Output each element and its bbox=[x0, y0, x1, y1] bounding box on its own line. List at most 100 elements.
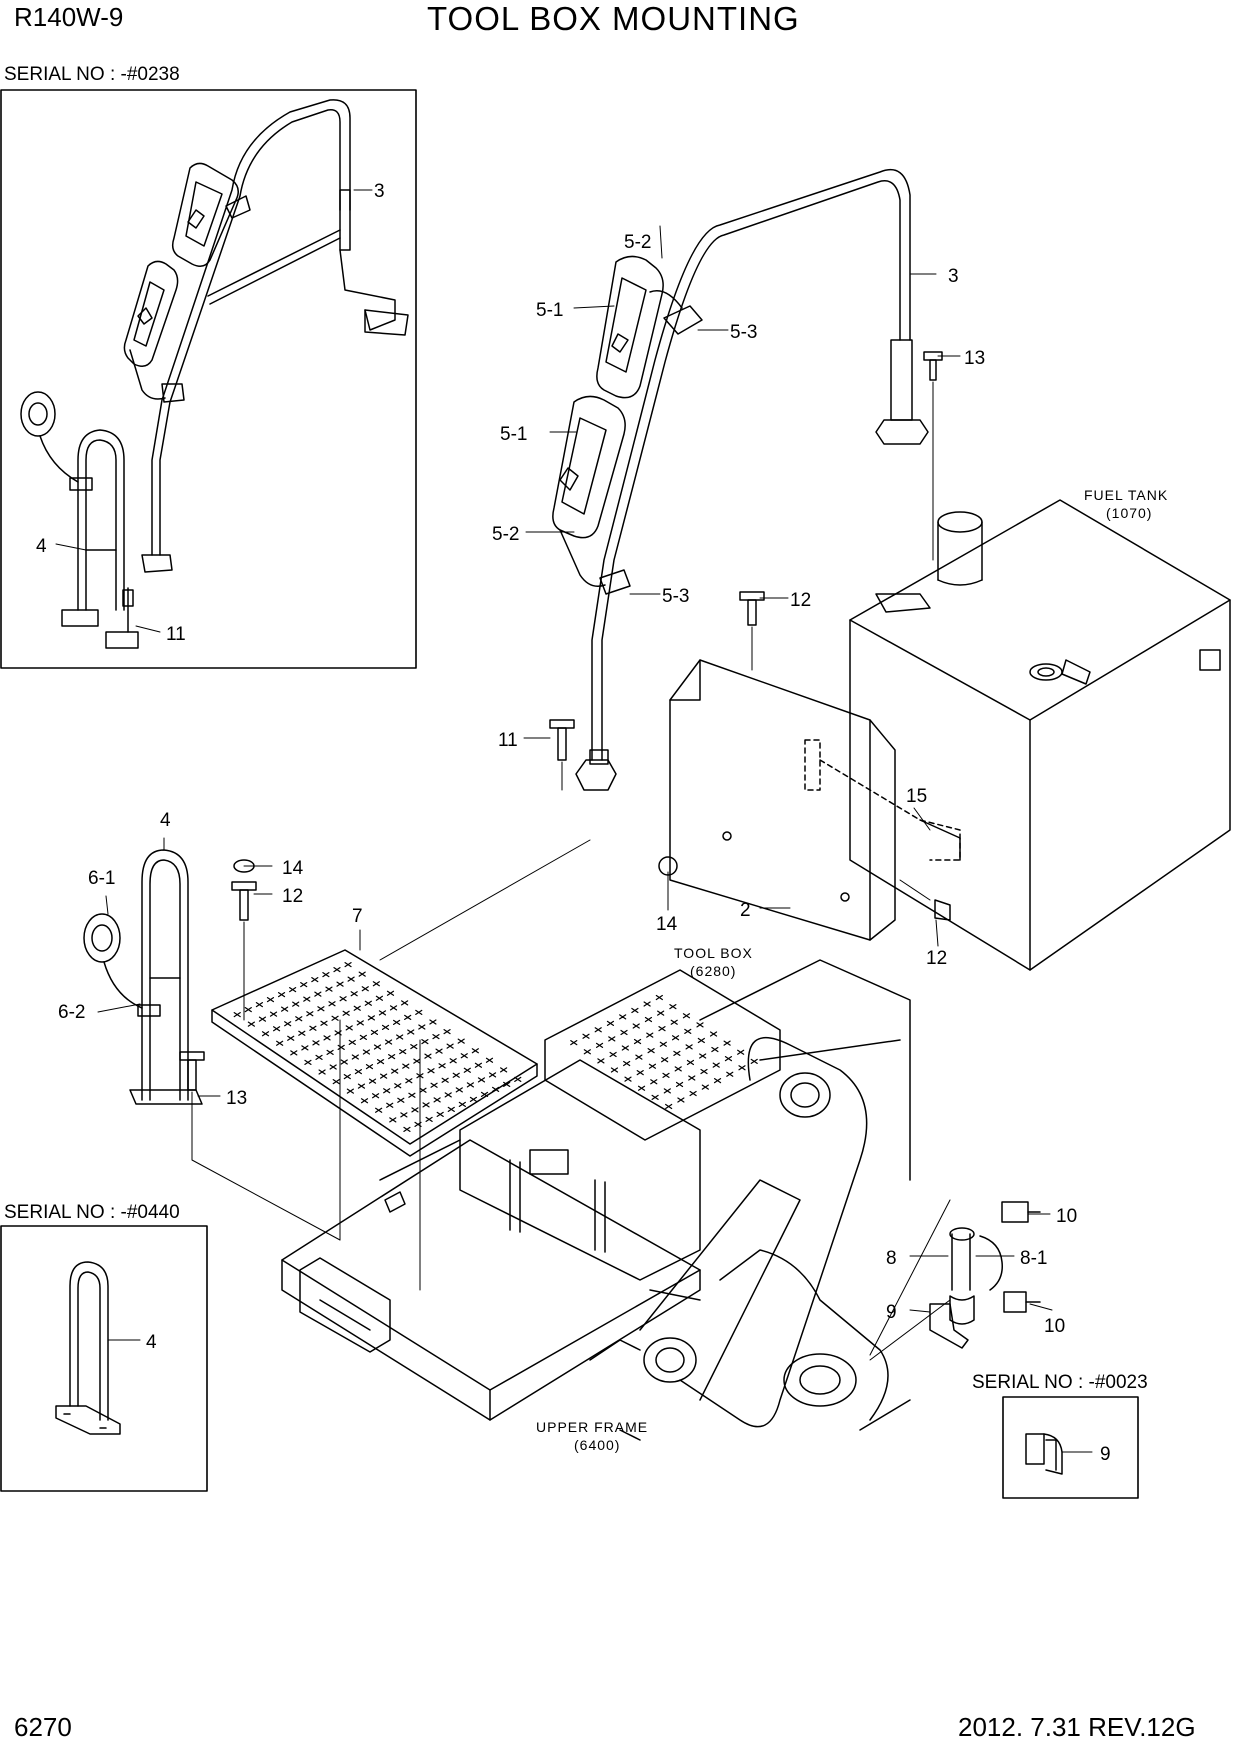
callout-label: 3 bbox=[374, 181, 385, 202]
plate-hole-mark bbox=[266, 996, 275, 1003]
callout-label: 6-1 bbox=[88, 868, 115, 889]
plate-hole-mark bbox=[359, 1034, 367, 1041]
plate-hole-mark bbox=[358, 971, 366, 977]
step-plate-pattern bbox=[233, 961, 522, 1133]
plate-hole-mark bbox=[292, 1001, 300, 1007]
plate-hole-mark bbox=[633, 1038, 642, 1045]
plate-hole-mark bbox=[372, 981, 380, 987]
plate-hole-mark bbox=[570, 1040, 578, 1046]
plate-hole-mark bbox=[317, 1006, 325, 1012]
plate-hole-mark bbox=[597, 1058, 605, 1064]
plate-hole-mark bbox=[659, 1041, 667, 1047]
step-plate-7 bbox=[211, 949, 538, 1157]
fuel-tank-label: FUEL TANK bbox=[1084, 487, 1168, 503]
plate-hole-mark bbox=[670, 1019, 678, 1025]
page-number: 6270 bbox=[14, 1712, 72, 1742]
plate-hole-mark bbox=[323, 1035, 331, 1041]
revision-date: 2012. 7.31 REV.12G bbox=[958, 1712, 1196, 1742]
plate-hole-mark bbox=[345, 1025, 353, 1031]
leader-lines bbox=[191, 381, 951, 1361]
bolts-11-12-13 bbox=[179, 351, 951, 1091]
plate-hole-mark bbox=[425, 1116, 433, 1123]
plate-hole-mark bbox=[370, 1029, 379, 1036]
plate-hole-mark bbox=[646, 1032, 654, 1038]
plate-hole-mark bbox=[500, 1067, 508, 1073]
callout-label: 5-3 bbox=[730, 322, 757, 343]
plate-hole-mark bbox=[346, 1088, 354, 1094]
plate-hole-mark bbox=[284, 1021, 292, 1027]
plate-hole-mark bbox=[637, 1085, 646, 1091]
plate-hole-mark bbox=[595, 1042, 604, 1048]
plate-hole-mark bbox=[416, 1073, 424, 1079]
plate-hole-mark bbox=[303, 996, 311, 1002]
plate-hole-mark bbox=[455, 1087, 463, 1093]
plate-hole-mark bbox=[726, 1071, 734, 1077]
plate-hole-mark bbox=[750, 1058, 758, 1064]
plate-hole-mark bbox=[432, 1033, 440, 1040]
callout-label: 9 bbox=[886, 1302, 897, 1323]
plate-hole-mark bbox=[677, 1097, 685, 1103]
plate-hole-mark bbox=[449, 1058, 457, 1064]
lock-pin-8-9 bbox=[929, 1201, 1041, 1349]
plate-hole-mark bbox=[378, 1010, 387, 1016]
inset-a-grab-bar bbox=[20, 391, 139, 649]
callout-leaders bbox=[55, 189, 1093, 1453]
plate-hole-mark bbox=[328, 1001, 336, 1007]
inset-b-frame bbox=[0, 1225, 208, 1492]
inset-a-mirror-upper bbox=[171, 162, 251, 267]
plate-hole-mark bbox=[391, 1068, 399, 1074]
plate-hole-mark bbox=[689, 1090, 697, 1097]
plate-hole-mark bbox=[357, 1083, 366, 1089]
plate-hole-mark bbox=[682, 1013, 691, 1019]
plate-hole-mark bbox=[658, 1026, 666, 1032]
plate-hole-mark bbox=[403, 1126, 411, 1133]
plate-hole-mark bbox=[348, 1039, 356, 1046]
plate-hole-mark bbox=[675, 1081, 684, 1088]
plate-hole-mark bbox=[436, 1111, 444, 1118]
plate-hole-mark bbox=[389, 1117, 397, 1123]
plate-hole-mark bbox=[665, 1103, 673, 1110]
plate-hole-mark bbox=[674, 1066, 682, 1072]
plate-hole-mark bbox=[325, 986, 333, 992]
plate-hole-mark bbox=[401, 1000, 409, 1006]
handrail-3 bbox=[575, 168, 929, 791]
callout-label: 12 bbox=[790, 590, 811, 611]
callout-label: 5-1 bbox=[500, 424, 527, 445]
plate-hole-mark bbox=[419, 1087, 427, 1093]
tool-box-body bbox=[281, 969, 781, 1421]
plate-hole-mark bbox=[408, 1092, 416, 1098]
plate-hole-mark bbox=[413, 1058, 421, 1064]
plate-hole-mark bbox=[688, 1075, 696, 1081]
plate-hole-mark bbox=[463, 1067, 471, 1073]
plate-hole-mark bbox=[255, 1001, 263, 1008]
plate-hole-mark bbox=[276, 1040, 284, 1046]
plate-hole-mark bbox=[477, 1077, 486, 1083]
plate-hole-mark bbox=[233, 1011, 241, 1018]
plate-hole-mark bbox=[427, 1068, 435, 1074]
mirror-5-1-lower bbox=[552, 395, 626, 587]
plate-hole-mark bbox=[386, 990, 395, 996]
plate-hole-mark bbox=[650, 1079, 658, 1085]
plate-hole-mark bbox=[347, 976, 355, 982]
plate-hole-mark bbox=[471, 1048, 479, 1054]
serial-note: SERIAL NO : -#0023 bbox=[972, 1372, 1148, 1393]
callout-label: 14 bbox=[282, 858, 304, 879]
upper-frame-code: (6400) bbox=[574, 1437, 620, 1453]
upper-frame-label: UPPER FRAME bbox=[536, 1419, 648, 1435]
plate-hole-mark bbox=[673, 1050, 681, 1056]
callout-label: 5-2 bbox=[624, 232, 651, 253]
tool-box-lid-pattern bbox=[570, 994, 758, 1110]
plate-hole-mark bbox=[655, 994, 663, 1001]
plate-hole-mark bbox=[337, 1044, 345, 1051]
plate-hole-mark bbox=[368, 1078, 377, 1084]
plate-hole-mark bbox=[657, 1010, 665, 1016]
plate-hole-mark bbox=[424, 1053, 432, 1059]
plate-hole-mark bbox=[697, 1037, 705, 1044]
inset-a-mirror-lower bbox=[123, 260, 185, 403]
plate-hole-mark bbox=[394, 1083, 402, 1089]
plate-hole-mark bbox=[326, 1049, 334, 1056]
plate-hole-mark bbox=[304, 1059, 312, 1066]
tool-box-code: (6280) bbox=[690, 963, 736, 979]
plate-hole-mark bbox=[381, 1024, 390, 1031]
